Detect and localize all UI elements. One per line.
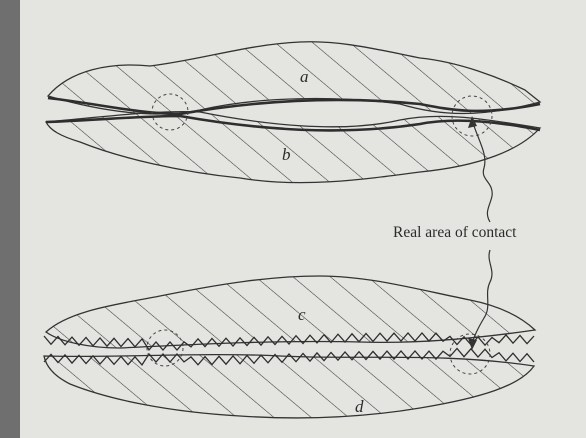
- body-b: [46, 112, 540, 183]
- label-d: d: [355, 397, 364, 416]
- label-c: c: [298, 305, 306, 324]
- label-b: b: [282, 145, 291, 164]
- body-c: [46, 276, 535, 348]
- lower-surface-pair: [44, 276, 535, 418]
- body-d: [44, 355, 534, 418]
- label-a: a: [300, 67, 309, 86]
- caption-real-area-of-contact: Real area of contact: [393, 224, 517, 241]
- body-a: [48, 42, 540, 114]
- arrowhead: [468, 338, 477, 350]
- upper-surface-pair: [46, 42, 540, 183]
